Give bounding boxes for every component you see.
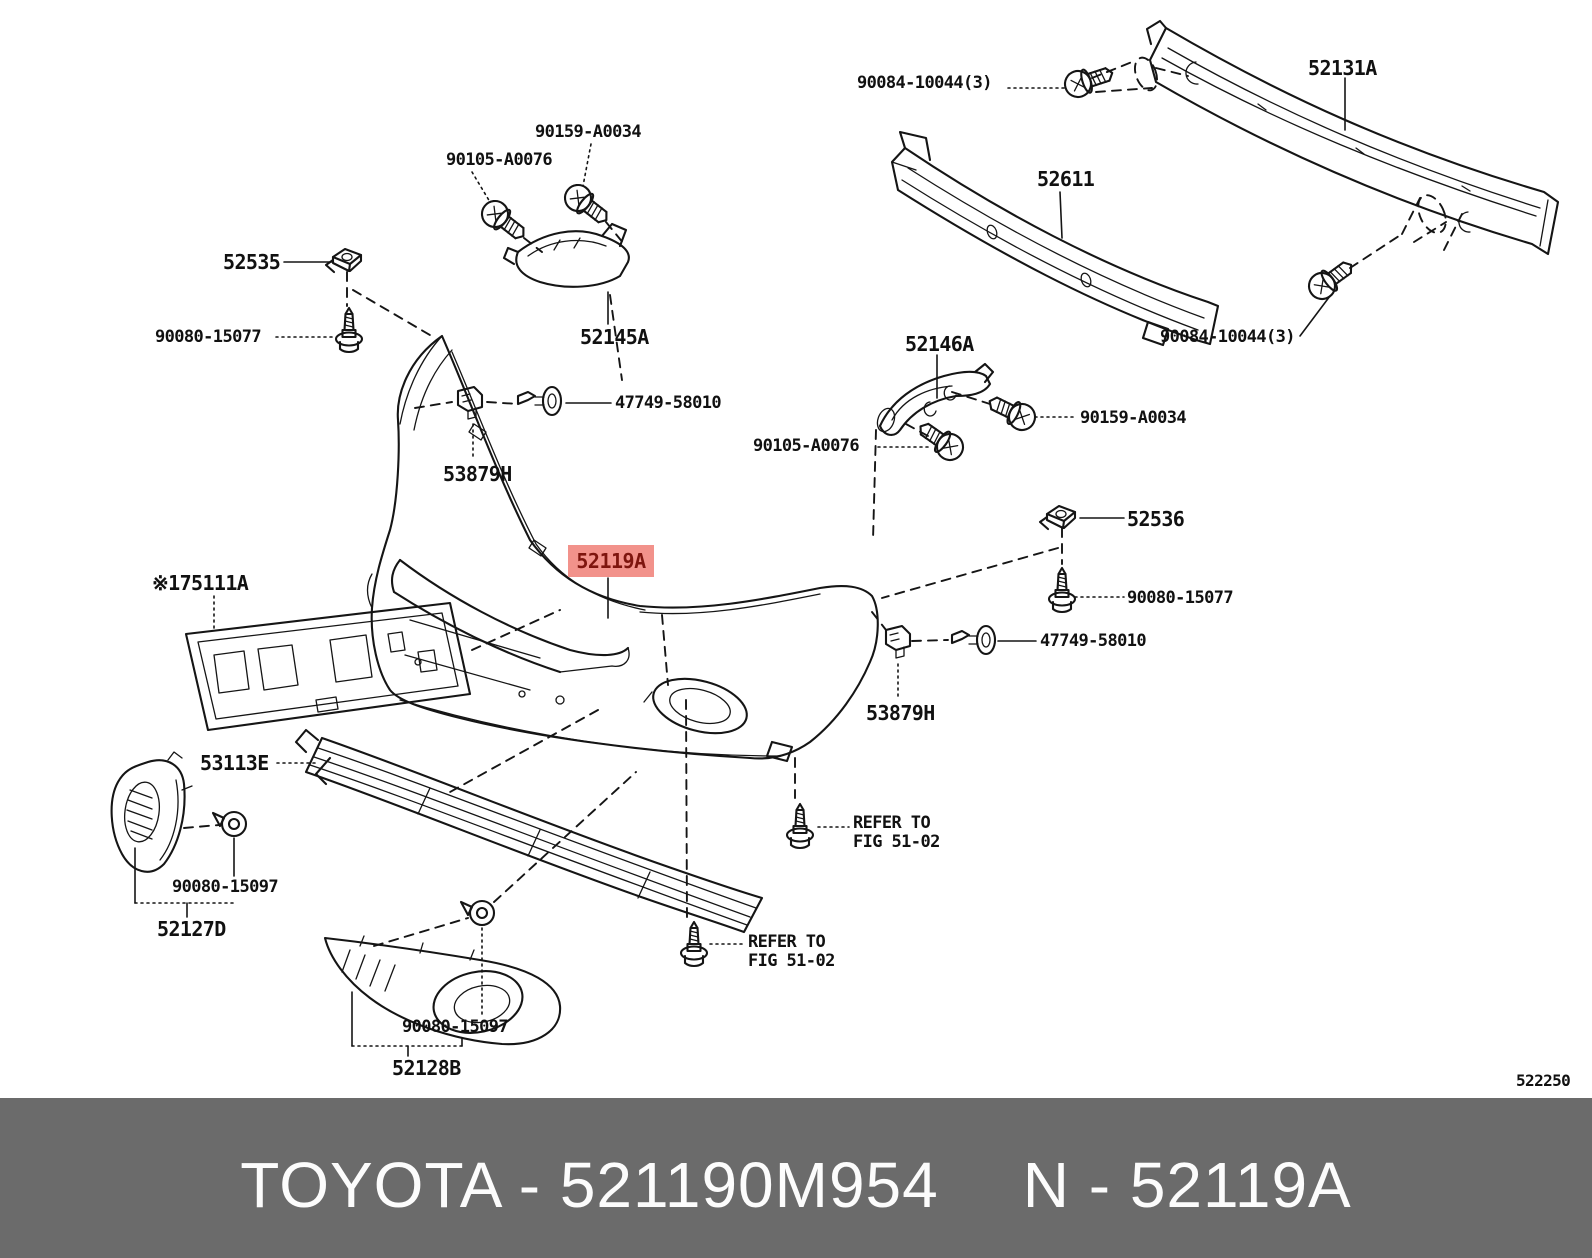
part-label-90080-15077-left[interactable]: 90080-15077 [155, 327, 262, 347]
refer-note-lower[interactable]: REFER TO FIG 51-02 [748, 932, 835, 972]
part-label-90080-15097-left[interactable]: 90080-15097 [172, 877, 279, 897]
part-label-52145a[interactable]: 52145A [580, 325, 649, 349]
part-label-53879h-left[interactable]: 53879H [443, 462, 512, 486]
part-label-75111a[interactable]: ※175111A [152, 571, 249, 595]
part-label-52131a[interactable]: 52131A [1308, 56, 1377, 80]
footer-reference-number: N - 52119A [1022, 1149, 1352, 1221]
part-label-52127d[interactable]: 52127D [157, 917, 226, 941]
part-label-90080-15077-right[interactable]: 90080-15077 [1127, 588, 1234, 608]
part-label-47749-58010-left[interactable]: 47749-58010 [615, 393, 722, 413]
part-label-47749-58010-right[interactable]: 47749-58010 [1040, 631, 1147, 651]
part-label-52128b[interactable]: 52128B [392, 1056, 461, 1080]
part-label-90159-a0034-right[interactable]: 90159-A0034 [1080, 408, 1187, 428]
footer-banner: TOYOTA - 521190M954 N - 52119A [0, 1098, 1592, 1258]
footer-brand-part-number: TOYOTA - 521190M954 [240, 1149, 939, 1221]
part-label-52536[interactable]: 52536 [1127, 507, 1185, 531]
part-label-52146a[interactable]: 52146A [905, 332, 974, 356]
part-label-90105-a0076-right[interactable]: 90105-A0076 [753, 436, 860, 456]
part-label-90159-a0034-left[interactable]: 90159-A0034 [535, 122, 642, 142]
part-label-90105-a0076-left[interactable]: 90105-A0076 [446, 150, 553, 170]
part-label-53879h-right[interactable]: 53879H [866, 701, 935, 725]
part-label-52611[interactable]: 52611 [1037, 167, 1095, 191]
part-label-52535[interactable]: 52535 [223, 250, 281, 274]
part-label-90084-10044-top[interactable]: 90084-10044(3) [857, 73, 992, 93]
part-label-53113e[interactable]: 53113E [200, 751, 269, 775]
refer-note-upper[interactable]: REFER TO FIG 51-02 [853, 813, 940, 853]
part-label-90080-15097-bottom[interactable]: 90080-15097 [402, 1017, 509, 1037]
part-label-52119a-highlighted[interactable]: 52119A [568, 545, 654, 577]
part-label-90084-10044-right[interactable]: 90084-10044(3) [1160, 327, 1295, 347]
figure-number: 522250 [1516, 1071, 1571, 1090]
